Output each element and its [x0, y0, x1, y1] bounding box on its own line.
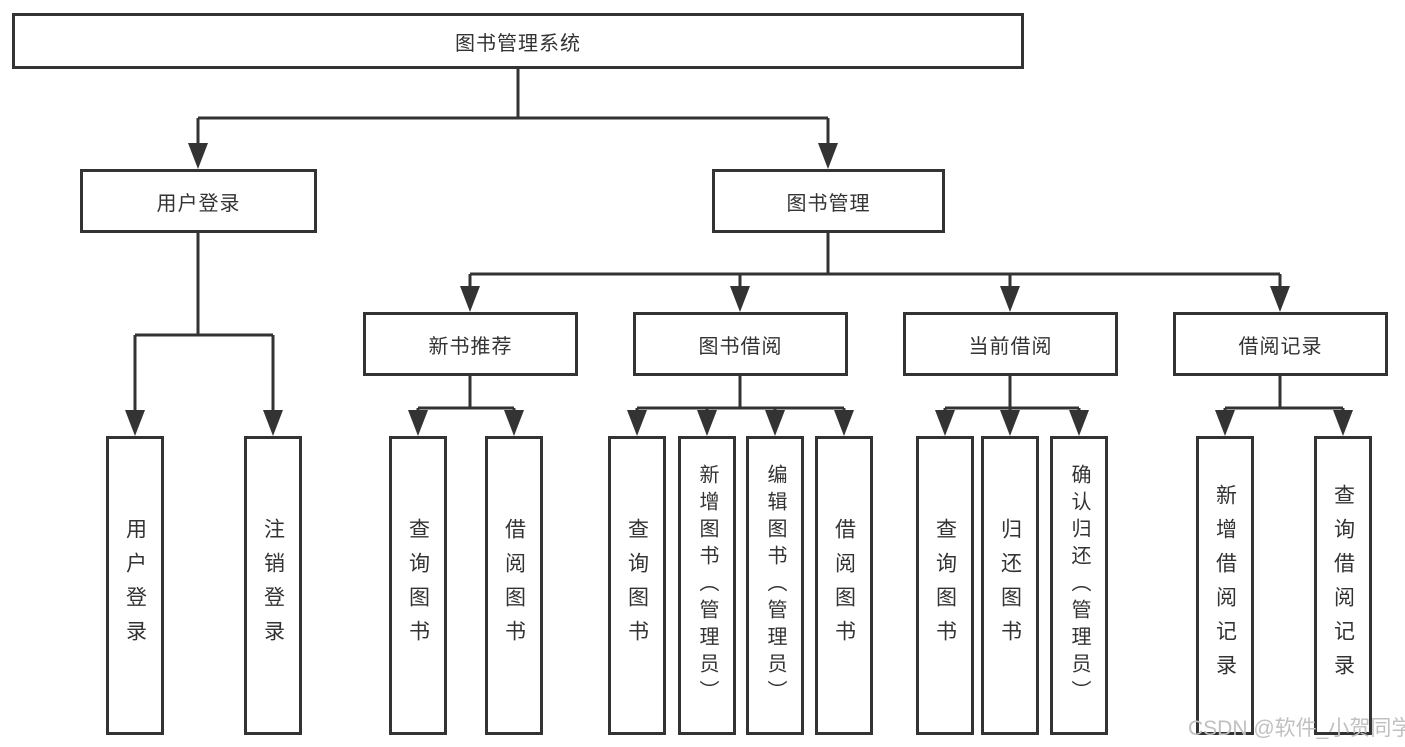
leaf-borrow-edit-books-admin: 编辑图书（管理员） [746, 436, 804, 735]
leaf-current-query-books: 查询图书 [916, 436, 974, 735]
leaf-logout: 注销登录 [244, 436, 302, 735]
leaf-borrow-edit-books-admin-label: 编辑图书（管理员） [764, 464, 786, 707]
node-user-login: 用户登录 [80, 169, 317, 233]
node-root: 图书管理系统 [12, 13, 1024, 69]
node-root-label: 图书管理系统 [455, 32, 581, 55]
leaf-borrow-add-books-admin-label: 新增图书（管理员） [696, 464, 718, 707]
leaf-borrow-borrow-books-label: 借阅图书 [832, 517, 856, 654]
node-user-login-label: 用户登录 [156, 192, 241, 215]
leaf-recommend-borrow-books-label: 借阅图书 [502, 517, 526, 654]
leaf-recommend-borrow-books: 借阅图书 [485, 436, 543, 735]
leaf-current-query-books-label: 查询图书 [933, 517, 957, 654]
leaf-current-return-books: 归还图书 [981, 436, 1039, 735]
leaf-current-return-books-label: 归还图书 [998, 517, 1022, 654]
leaf-user-login-label: 用户登录 [123, 517, 147, 654]
leaf-user-login: 用户登录 [106, 436, 164, 735]
node-borrow-records-label: 借阅记录 [1238, 335, 1323, 358]
node-current-borrow-label: 当前借阅 [968, 335, 1053, 358]
leaf-borrow-add-books-admin: 新增图书（管理员） [678, 436, 736, 735]
node-new-book-recommend-label: 新书推荐 [428, 335, 513, 358]
node-book-management: 图书管理 [712, 169, 945, 233]
node-current-borrow: 当前借阅 [903, 312, 1118, 376]
node-book-borrow: 图书借阅 [633, 312, 848, 376]
node-book-borrow-label: 图书借阅 [698, 335, 783, 358]
node-borrow-records: 借阅记录 [1173, 312, 1388, 376]
leaf-current-confirm-return-admin: 确认归还（管理员） [1050, 436, 1108, 735]
node-book-management-label: 图书管理 [786, 192, 871, 215]
leaf-current-confirm-return-admin-label: 确认归还（管理员） [1068, 464, 1090, 707]
csdn-watermark: CSDN @软件_小贺同学 [1188, 717, 1405, 740]
leaf-records-add-record: 新增借阅记录 [1196, 436, 1254, 735]
leaf-borrow-borrow-books: 借阅图书 [815, 436, 873, 735]
leaf-recommend-query-books: 查询图书 [389, 436, 447, 735]
leaf-borrow-query-books-label: 查询图书 [625, 517, 649, 654]
leaf-records-query-record: 查询借阅记录 [1314, 436, 1372, 735]
leaf-logout-label: 注销登录 [261, 517, 285, 654]
leaf-borrow-query-books: 查询图书 [608, 436, 666, 735]
arrowheads [125, 143, 1353, 436]
node-new-book-recommend: 新书推荐 [363, 312, 578, 376]
leaf-recommend-query-books-label: 查询图书 [406, 517, 430, 654]
leaf-records-add-record-label: 新增借阅记录 [1213, 483, 1237, 688]
leaf-records-query-record-label: 查询借阅记录 [1331, 483, 1355, 688]
